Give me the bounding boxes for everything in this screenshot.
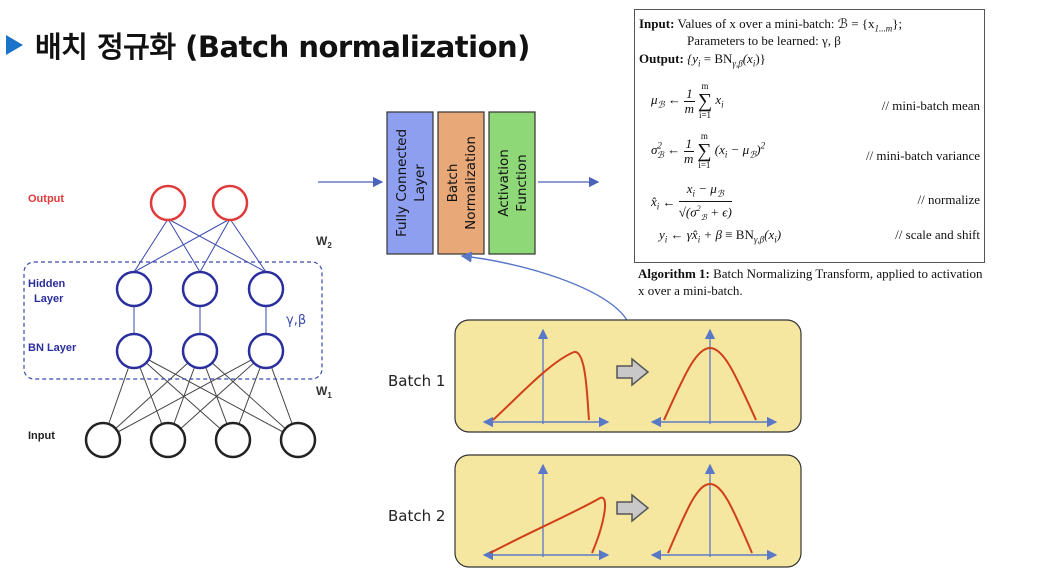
pipeline-box-bn-line1: Batch	[445, 164, 461, 203]
pipeline-box-fc: Fully Connected Layer	[386, 111, 434, 255]
w2-label: W2	[316, 234, 332, 250]
algo-normalize-formula: x̂i ← xi − μℬ√(σ2ℬ + ϵ)	[651, 181, 732, 222]
pipeline-box-act-line2: Function	[514, 154, 530, 211]
algo-output-end2: )}	[755, 51, 766, 66]
output-node	[149, 184, 187, 222]
page-title-text: 배치 정규화 (Batch normalization)	[35, 30, 530, 64]
algo-output-sub2: γ,β	[732, 58, 743, 69]
hidden-node	[247, 270, 285, 308]
algo-params-line: Parameters to be learned: γ, β	[687, 33, 841, 48]
algo-input-sub: 1...m	[874, 23, 893, 34]
hidden-label-line2: Layer	[34, 293, 64, 305]
bn-label: BN Layer	[28, 342, 77, 354]
batch2-after-curve	[667, 482, 753, 554]
output-label: Output	[28, 193, 64, 205]
w1-label: W1	[316, 384, 332, 400]
input-node	[279, 421, 317, 459]
pipeline-box-fc-line1: Fully Connected	[394, 129, 410, 237]
pipeline-box-fc-line2: Layer	[412, 164, 428, 202]
algo-output-sub: i	[698, 58, 701, 69]
bn-nodes	[115, 332, 285, 370]
batch2-after-plot	[650, 463, 778, 561]
batch1-before-plot	[482, 328, 610, 428]
algo-output-text: {y	[687, 51, 699, 66]
batch2-label: Batch 2	[388, 507, 445, 525]
bn-hidden-links	[133, 306, 267, 334]
hidden-output-links	[133, 218, 267, 273]
algorithm-caption-text: Batch Normalizing Transform, applied to …	[638, 266, 983, 298]
input-nodes	[84, 421, 317, 459]
hidden-node	[181, 270, 219, 308]
algo-input-end: };	[892, 16, 903, 31]
algo-output-eq: = BN	[700, 51, 733, 66]
input-label: Input	[28, 430, 55, 442]
pipeline-box-bn-line2: Normalization	[463, 136, 479, 230]
algo-output-sub3: i	[752, 58, 756, 69]
bn-node	[115, 332, 153, 370]
batch1-after-plot	[650, 328, 778, 428]
gamma-beta-label: γ,β	[286, 313, 306, 328]
algo-input-label: Input:	[639, 16, 675, 31]
output-node	[211, 184, 249, 222]
hidden-nodes	[115, 270, 285, 308]
batch1-after-curve	[663, 346, 757, 421]
algo-variance-comment: // mini-batch variance	[865, 148, 980, 163]
pipeline-box-act-line1: Activation	[496, 149, 512, 217]
algorithm-caption: Algorithm 1: Batch Normalizing Transform…	[638, 265, 990, 299]
algo-normalize-comment: // normalize	[917, 192, 980, 207]
input-node	[84, 421, 122, 459]
batch1-transform-arrow-icon	[616, 357, 650, 387]
batches-to-bn-arrow	[460, 251, 629, 323]
input-node	[149, 421, 187, 459]
pipeline-box-bn: Batch Normalization	[437, 111, 485, 255]
algo-output-label: Output:	[639, 51, 684, 66]
bn-node	[181, 332, 219, 370]
algorithm-box: Input: Values of x over a mini-batch: ℬ …	[634, 9, 985, 263]
algorithm-caption-label: Algorithm 1:	[638, 266, 710, 281]
algo-input-line: Input: Values of x over a mini-batch: ℬ …	[639, 16, 902, 34]
batch2-transform-arrow-icon	[616, 493, 650, 523]
hidden-node	[115, 270, 153, 308]
batch2-before-plot	[482, 463, 610, 561]
bn-node	[247, 332, 285, 370]
input-node	[214, 421, 252, 459]
batch1-label: Batch 1	[388, 372, 445, 390]
bullet-triangle-icon	[6, 35, 23, 55]
algo-output-line: Output: {yi = BNγ,β(xi)}	[639, 51, 766, 69]
algo-input-text: Values of x over a mini-batch: ℬ = {x	[677, 16, 875, 31]
algo-scale-formula: yi ← γx̂i + β ≡ BNγ,β(xi)	[659, 227, 782, 245]
algo-scale-comment: // scale and shift	[895, 227, 980, 242]
page-title: 배치 정규화 (Batch normalization)	[6, 24, 530, 66]
algo-mean-comment: // mini-batch mean	[881, 98, 980, 113]
batch1-before-curve	[492, 351, 590, 421]
output-nodes	[149, 184, 249, 222]
hidden-label-line1: Hidden	[28, 278, 66, 290]
algo-output-end: (x	[742, 51, 753, 66]
batch2-before-curve	[489, 496, 607, 554]
pipeline-box-act: Activation Function	[488, 111, 536, 255]
